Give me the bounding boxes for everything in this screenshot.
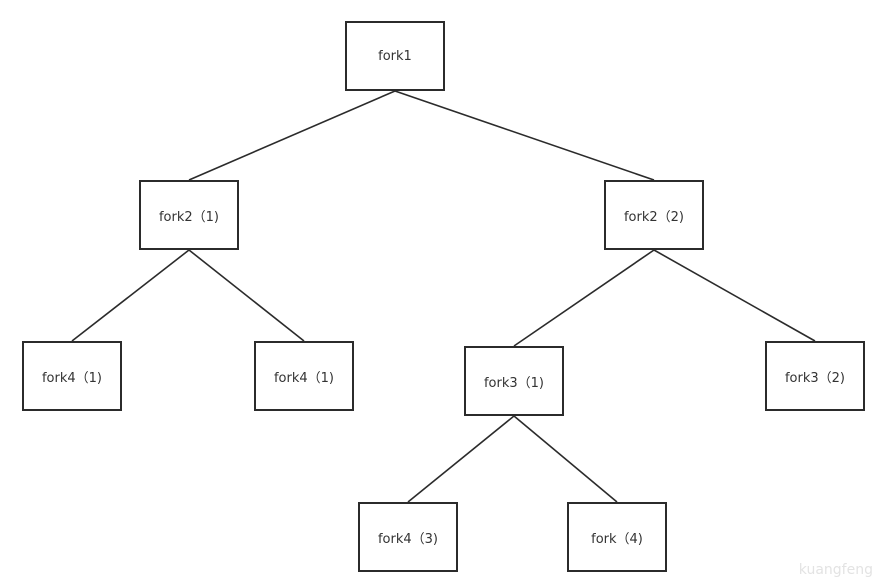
node-n3b: fork3（2) <box>765 341 865 411</box>
edge-n3a-n5 <box>513 415 618 503</box>
node-n4a: fork4（1) <box>22 341 122 411</box>
node-n3a: fork3（1) <box>464 346 564 416</box>
edge-n2b-n3b <box>653 249 816 342</box>
node-n4c: fork4（3) <box>358 502 458 572</box>
edge-n2a-n4a <box>71 249 190 342</box>
edge-n1-n2a <box>188 90 396 181</box>
edge-n2b-n3a <box>513 249 655 347</box>
edge-n2a-n4b <box>188 249 305 342</box>
edge-group <box>71 90 816 503</box>
node-n2b: fork2（2) <box>604 180 704 250</box>
edge-n1-n2b <box>394 90 655 181</box>
node-n4b: fork4（1) <box>254 341 354 411</box>
watermark: kuangfeng <box>798 562 873 578</box>
node-n5: fork（4) <box>567 502 667 572</box>
node-n2a: fork2（1) <box>139 180 239 250</box>
node-n1: fork1 <box>345 21 445 91</box>
edge-n3a-n4c <box>407 415 515 503</box>
